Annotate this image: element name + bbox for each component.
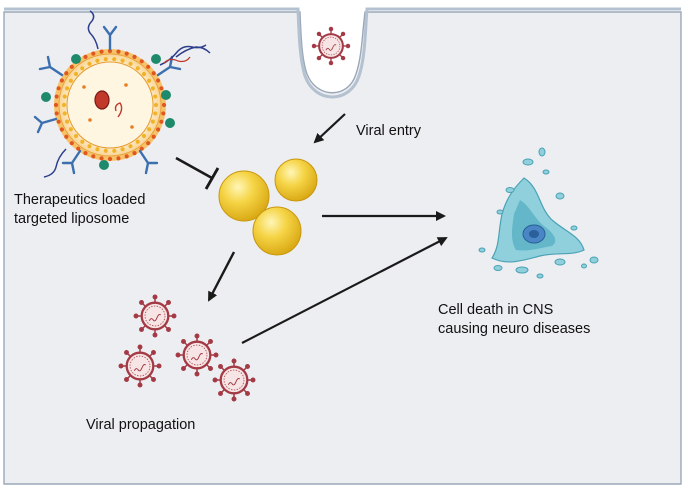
lipid-head: [54, 111, 59, 116]
lipid-head: [124, 51, 129, 56]
lipid-head: [64, 71, 69, 76]
cell-death-label: Cell death in CNS causing neuro diseases: [438, 301, 590, 339]
viral-entry-arrow: [313, 113, 346, 144]
lipid-head: [80, 139, 85, 144]
viral-entry-label: Viral entry: [356, 122, 421, 141]
lipid-head: [112, 148, 117, 153]
lipid-head: [151, 71, 156, 76]
lipid-head: [62, 111, 67, 116]
lipid-head: [83, 54, 88, 59]
lipid-head: [53, 102, 59, 108]
cell-membrane: [4, 7, 681, 99]
lipid-head: [161, 102, 167, 108]
lipid-head: [65, 86, 70, 91]
lipid-head: [159, 119, 164, 124]
lipid-head: [73, 133, 79, 139]
lipid-head: [87, 61, 92, 66]
lipid-head: [99, 49, 104, 54]
infected-cell-cluster-icon: [218, 158, 318, 256]
lipid-head: [65, 119, 70, 124]
lipid-head: [87, 144, 92, 149]
lipid-head: [56, 119, 61, 124]
lipid-head: [116, 156, 121, 161]
lipid-head: [139, 146, 144, 151]
lipid-head: [139, 59, 144, 64]
background-panel: [3, 11, 682, 485]
lipid-head: [147, 78, 152, 83]
lipid-head: [56, 86, 61, 91]
lipid-head: [61, 102, 67, 108]
targeted-liposome-icon: [33, 10, 211, 178]
lipid-head: [68, 127, 73, 132]
lipid-head: [69, 141, 74, 146]
cell-death-label-line1: Cell death in CNS: [438, 302, 554, 318]
lipid-head: [146, 141, 151, 146]
lipid-head: [120, 147, 125, 152]
lipid-head: [68, 78, 73, 83]
propagation-to-death-arrow: [241, 237, 448, 344]
lipid-head: [76, 146, 81, 151]
lipid-head: [95, 147, 100, 152]
lipid-head: [91, 51, 96, 56]
lipid-head: [62, 94, 67, 99]
lipid-head: [153, 102, 159, 108]
lipid-head: [150, 86, 155, 91]
lipid-head: [99, 156, 104, 161]
virus-icon: [132, 293, 178, 339]
viral-entry-text: Viral entry: [356, 123, 422, 139]
lipid-head: [59, 127, 64, 132]
fragmenting-cell-icon: [478, 147, 599, 279]
lipid-head: [128, 144, 133, 149]
lipid-head: [147, 127, 152, 132]
lipid-head: [83, 151, 88, 156]
lipid-head: [161, 111, 166, 116]
lipid-head: [153, 94, 158, 99]
viral-propagation-label: Viral propagation: [86, 416, 195, 435]
lipid-head: [156, 78, 161, 83]
liposome-lipid-heads: [53, 48, 167, 162]
lipid-head: [107, 156, 113, 162]
lipid-head: [156, 127, 161, 132]
lipid-head: [91, 154, 96, 159]
lipid-head: [128, 61, 133, 66]
lipid-head: [132, 54, 137, 59]
lipid-head: [54, 94, 59, 99]
lipid-head: [80, 66, 85, 71]
lipid-head: [107, 48, 113, 54]
lipid-head: [141, 71, 147, 77]
lipid-head: [64, 134, 69, 139]
lipid-head: [116, 49, 121, 54]
lipid-head: [135, 66, 140, 71]
virus-icon: [174, 332, 220, 378]
viral-propagation-text: Viral propagation: [86, 417, 196, 433]
lipid-head: [151, 134, 156, 139]
entering-virus-icon: [310, 25, 352, 67]
lipid-head: [59, 78, 64, 83]
virus-icon: [211, 357, 257, 403]
lipid-head: [146, 64, 151, 69]
liposome-label-line2: targeted liposome: [14, 211, 130, 227]
lipid-head: [124, 154, 129, 159]
inhibition-line: [175, 156, 220, 190]
lipid-head: [112, 57, 117, 62]
lipid-head: [120, 58, 125, 63]
cells-to-propagation-arrow: [207, 251, 236, 302]
liposome-label-line1: Therapeutics loaded: [14, 192, 146, 208]
lipid-head: [135, 139, 140, 144]
cell-death-label-line2: causing neuro diseases: [438, 321, 591, 337]
lipid-head: [95, 58, 100, 63]
lipid-head: [150, 119, 155, 124]
lipid-head: [69, 64, 74, 69]
virus-icon: [117, 343, 163, 389]
lipid-head: [159, 86, 164, 91]
liposome-label: Therapeutics loaded targeted liposome: [14, 191, 145, 229]
lipid-head: [141, 133, 147, 139]
lipid-head: [153, 111, 158, 116]
lipid-head: [73, 71, 79, 77]
lipid-head: [132, 151, 137, 156]
lipid-head: [103, 148, 108, 153]
lipid-head: [103, 57, 108, 62]
